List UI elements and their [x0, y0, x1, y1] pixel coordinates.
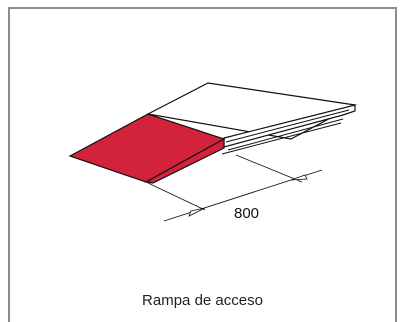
figure-caption: Rampa de acceso	[142, 292, 263, 309]
figure-frame	[8, 7, 397, 322]
dimension-arrow-right	[290, 174, 308, 181]
ramp-end-face	[144, 137, 225, 184]
extension-line-right	[235, 154, 303, 183]
platform-edge-line	[225, 109, 350, 143]
dimension-label: 800	[234, 205, 260, 222]
extension-line-left	[147, 182, 206, 211]
dimension-arrow-left	[188, 207, 206, 217]
platform-base-line-2	[221, 122, 342, 155]
ramp-slope-face	[68, 113, 226, 183]
platform-base-line	[227, 118, 344, 151]
